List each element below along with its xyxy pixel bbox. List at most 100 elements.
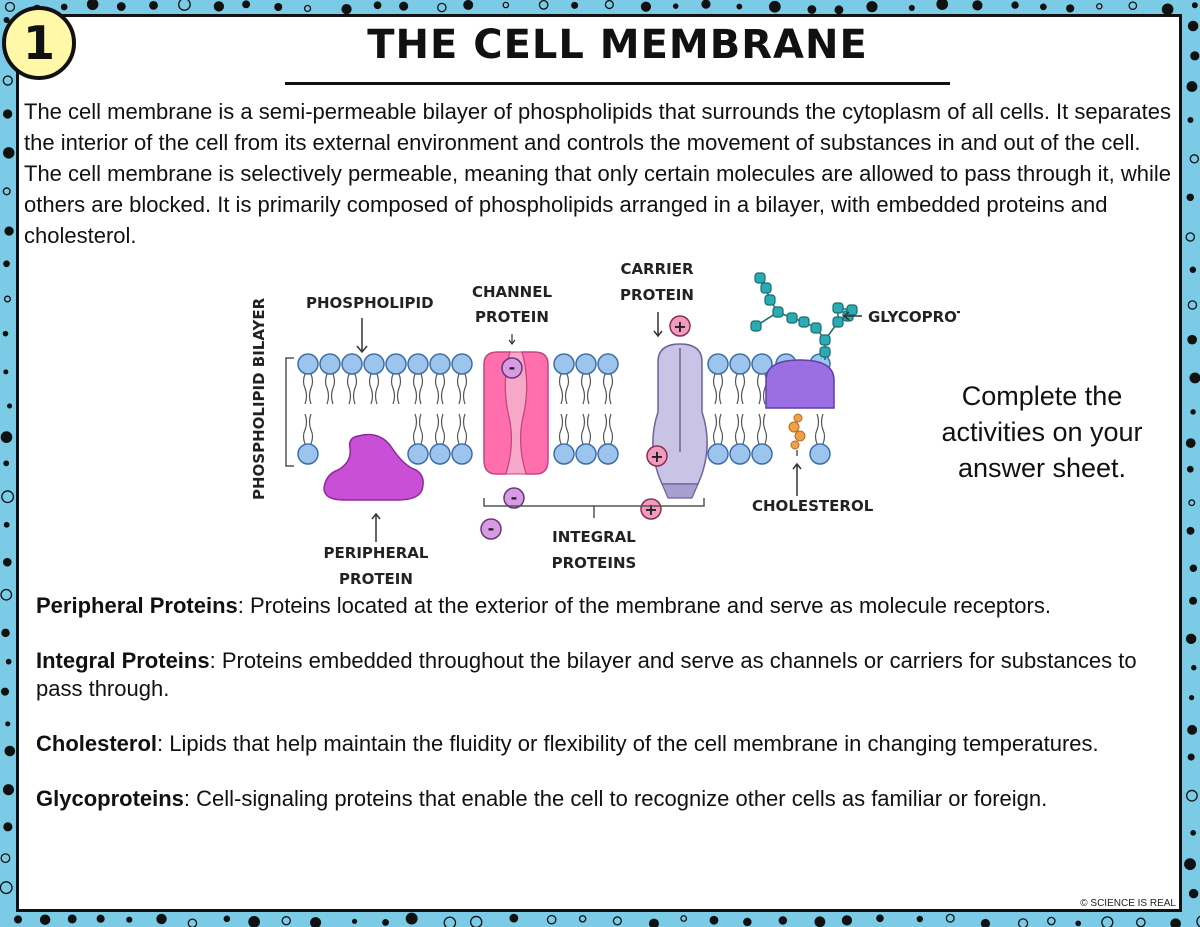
bg-dot	[341, 4, 352, 15]
bg-dot	[281, 916, 291, 926]
bg-dot	[1191, 664, 1197, 671]
bg-dot	[1185, 232, 1196, 242]
sugar-unit	[832, 302, 844, 314]
sugar-unit	[760, 282, 772, 294]
bg-dot	[213, 1, 225, 12]
phospholipid	[363, 353, 385, 405]
phospholipid	[407, 353, 429, 405]
bg-dot	[3, 109, 13, 119]
bg-dot	[405, 912, 418, 925]
arrow-carrier	[653, 312, 663, 338]
bg-dot	[463, 0, 474, 10]
bg-dot	[443, 916, 457, 927]
bg-dot	[841, 915, 853, 926]
peripheral-protein	[323, 433, 424, 501]
bg-dot	[578, 915, 587, 923]
bg-dot	[1161, 3, 1174, 16]
label-phospholipid-bilayer: PHOSPHOLIPID BILAYER	[250, 297, 268, 500]
bg-dot	[1187, 753, 1195, 761]
bg-dot	[1189, 266, 1197, 273]
bg-dot	[303, 4, 312, 13]
page-number-badge: 1	[2, 6, 76, 80]
sugar-unit	[819, 346, 831, 358]
phospholipid	[429, 353, 451, 405]
bg-dot	[1191, 2, 1198, 9]
cell-membrane-diagram: PHOSPHOLIPID BILAYER - - -	[250, 260, 960, 588]
bg-dot	[223, 915, 231, 923]
bg-dot	[2, 784, 14, 796]
bg-dot	[4, 226, 14, 236]
svg-text:+: +	[644, 500, 657, 519]
bg-dot	[1047, 916, 1056, 926]
bg-dot	[1190, 51, 1200, 61]
cholesterol-ring	[790, 440, 800, 450]
bg-dot	[1189, 154, 1200, 164]
svg-text:+: +	[650, 447, 663, 466]
bg-dot	[0, 588, 13, 601]
bg-dot	[178, 0, 191, 11]
cholesterol-ring	[794, 430, 806, 442]
svg-text:-: -	[488, 519, 495, 538]
bg-dot	[1190, 830, 1196, 836]
phospholipid	[751, 413, 773, 465]
bg-dot	[1189, 372, 1200, 384]
bg-dot	[1128, 1, 1138, 11]
bg-dot	[1187, 334, 1198, 345]
sugar-unit	[764, 294, 776, 306]
bg-dot	[546, 914, 557, 925]
bg-dot	[187, 918, 198, 927]
bg-dot	[4, 745, 16, 757]
definition-text: : Proteins embedded throughout the bilay…	[36, 648, 1137, 701]
arrow-peripheral	[371, 512, 381, 542]
bg-dot	[1186, 193, 1194, 202]
bg-dot	[1196, 915, 1200, 927]
arrow-channel	[508, 334, 516, 345]
bg-dot	[274, 2, 283, 12]
intro-paragraph: The cell membrane is a semi-permeable bi…	[24, 99, 1172, 248]
phospholipid	[729, 353, 751, 405]
bg-dot	[1186, 81, 1198, 92]
bg-dot	[0, 853, 11, 864]
ion-plus: +	[669, 315, 691, 337]
cholesterol	[788, 413, 806, 456]
bg-dot	[980, 918, 991, 927]
bg-dot	[373, 1, 382, 10]
phospholipid	[341, 353, 363, 405]
bg-dot	[1011, 1, 1019, 9]
glycoprotein-body	[765, 359, 835, 409]
arrow-cholesterol	[792, 462, 802, 496]
bg-dot	[640, 1, 652, 12]
phospholipid	[553, 353, 575, 405]
bg-dot	[945, 913, 955, 923]
bg-dot	[1186, 526, 1195, 535]
bg-dot	[96, 914, 105, 923]
bg-dot	[743, 917, 752, 927]
phospholipid	[707, 353, 729, 405]
phospholipid	[297, 413, 319, 465]
phospholipid	[729, 413, 751, 465]
sugar-unit	[798, 316, 810, 328]
label-peripheral-line1: PERIPHERAL	[324, 544, 429, 562]
page-number: 1	[22, 16, 55, 70]
definition-peripheral-proteins: Peripheral Proteins: Proteins located at…	[36, 592, 1176, 620]
bg-dot	[1188, 695, 1195, 701]
arrow-glycoprotein	[842, 311, 862, 321]
bg-dot	[242, 0, 251, 9]
bg-dot	[0, 687, 10, 696]
bg-dot	[1135, 917, 1146, 927]
label-cholesterol: CHOLESTEROL	[752, 497, 874, 515]
bg-dot	[538, 0, 549, 10]
bg-dot	[908, 4, 915, 11]
bg-dot	[1185, 438, 1196, 448]
channel-pore	[504, 351, 528, 475]
bg-dot	[876, 914, 884, 923]
bg-dot	[1096, 3, 1103, 10]
bg-dot	[1170, 918, 1181, 927]
phospholipid	[707, 413, 729, 465]
bg-dot	[4, 1, 16, 13]
label-glycoprotein: GLYCOPROTEIN	[868, 308, 960, 326]
bg-dot	[0, 881, 13, 895]
phospholipid	[575, 353, 597, 405]
definition-text: : Cell-signaling proteins that enable th…	[183, 786, 1048, 811]
